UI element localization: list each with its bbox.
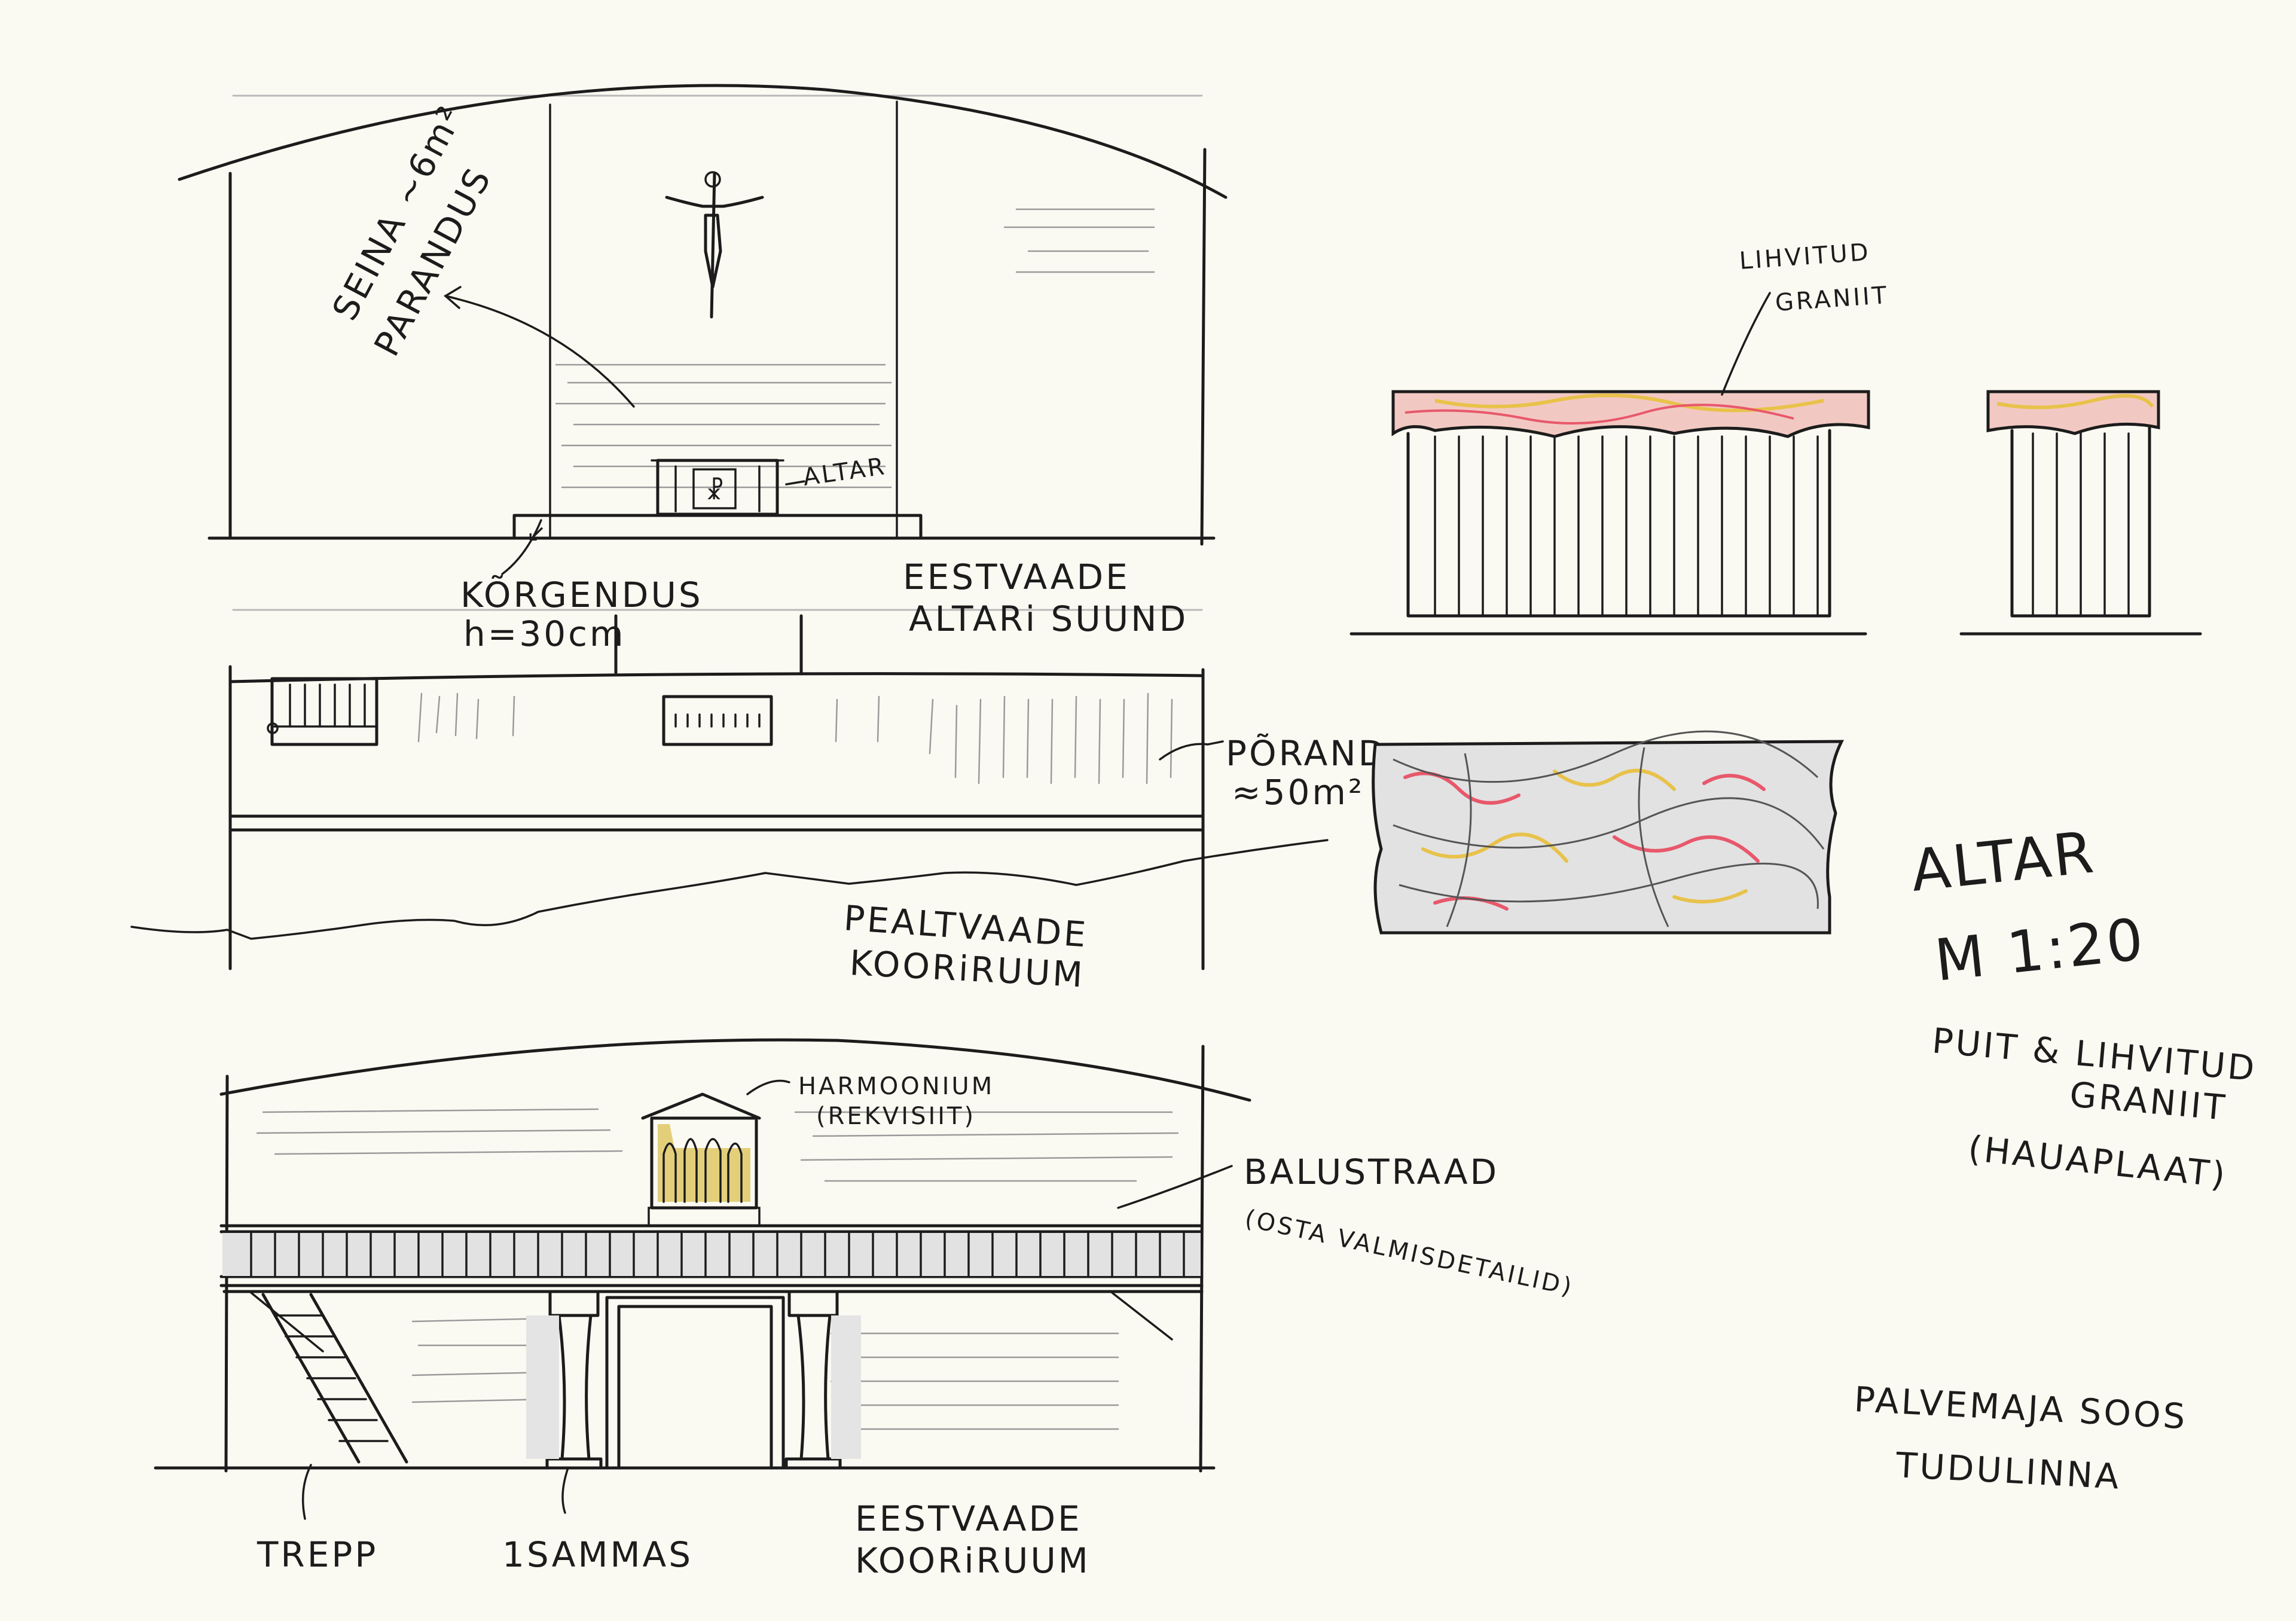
front-view-altar-label-2: ALTARi SUUND	[909, 599, 1188, 639]
harmoonium-label-1: HARMOONIUM	[798, 1073, 994, 1100]
project-title-2: TUDULINNA	[1894, 1445, 2122, 1497]
svg-text:☧: ☧	[706, 477, 726, 505]
korgendus-label-1: KÕRGENDUS	[460, 575, 703, 615]
korgendus-label-2: h=30cm	[463, 613, 626, 654]
granite-label-2: GRANIIT	[1774, 282, 1889, 317]
sammas-label: 1SAMMAS	[502, 1534, 693, 1575]
altar-front-view-drawing: ☧ ↙	[178, 84, 1228, 611]
choir-top-view-drawing	[130, 614, 1329, 970]
altar-side-elevation	[1959, 390, 2202, 636]
balustrade-icon	[219, 1224, 1204, 1287]
trepp-label: TREPP	[257, 1534, 378, 1575]
balustraad-label-1: BALUSTRAAD	[1244, 1152, 1499, 1192]
front-view-altar-label-1: EESTVAADE	[903, 557, 1130, 597]
crucifix-icon	[665, 171, 764, 319]
balustraad-label-2: (OSTA VALMISDETAILID)	[1242, 1205, 1576, 1302]
altar-title: ALTAR	[1908, 819, 2099, 905]
altar-icon: ☧	[651, 459, 784, 516]
staircase-icon	[261, 1293, 408, 1464]
altar-scale: M 1:20	[1932, 906, 2149, 994]
choir-front-view-drawing	[154, 1038, 1251, 1520]
front-view-choir-label-2: KOORiRUUM	[855, 1540, 1091, 1581]
altar-front-elevation	[1349, 292, 1870, 636]
poorand-label-1: PÕRAND	[1226, 733, 1387, 774]
project-title-1: PALVEMAJA SOOS	[1853, 1379, 2188, 1437]
svg-text:↙: ↙	[526, 520, 549, 547]
front-view-choir-label-1: EESTVAADE	[855, 1498, 1082, 1539]
altar-top-plan	[1372, 730, 1845, 935]
column-left	[526, 1290, 603, 1470]
poorand-label-2: ≈50m²	[1232, 772, 1364, 813]
harmonium-icon	[641, 1092, 761, 1227]
harmoonium-label-2: (REKVISIIT)	[816, 1103, 976, 1130]
altar-material-3: (HAUAPLAAT)	[1967, 1128, 2230, 1195]
column-right	[784, 1290, 861, 1470]
granite-label-1: LIHVITUD	[1738, 239, 1871, 275]
altar-arrow-label: ALTAR	[801, 453, 889, 492]
